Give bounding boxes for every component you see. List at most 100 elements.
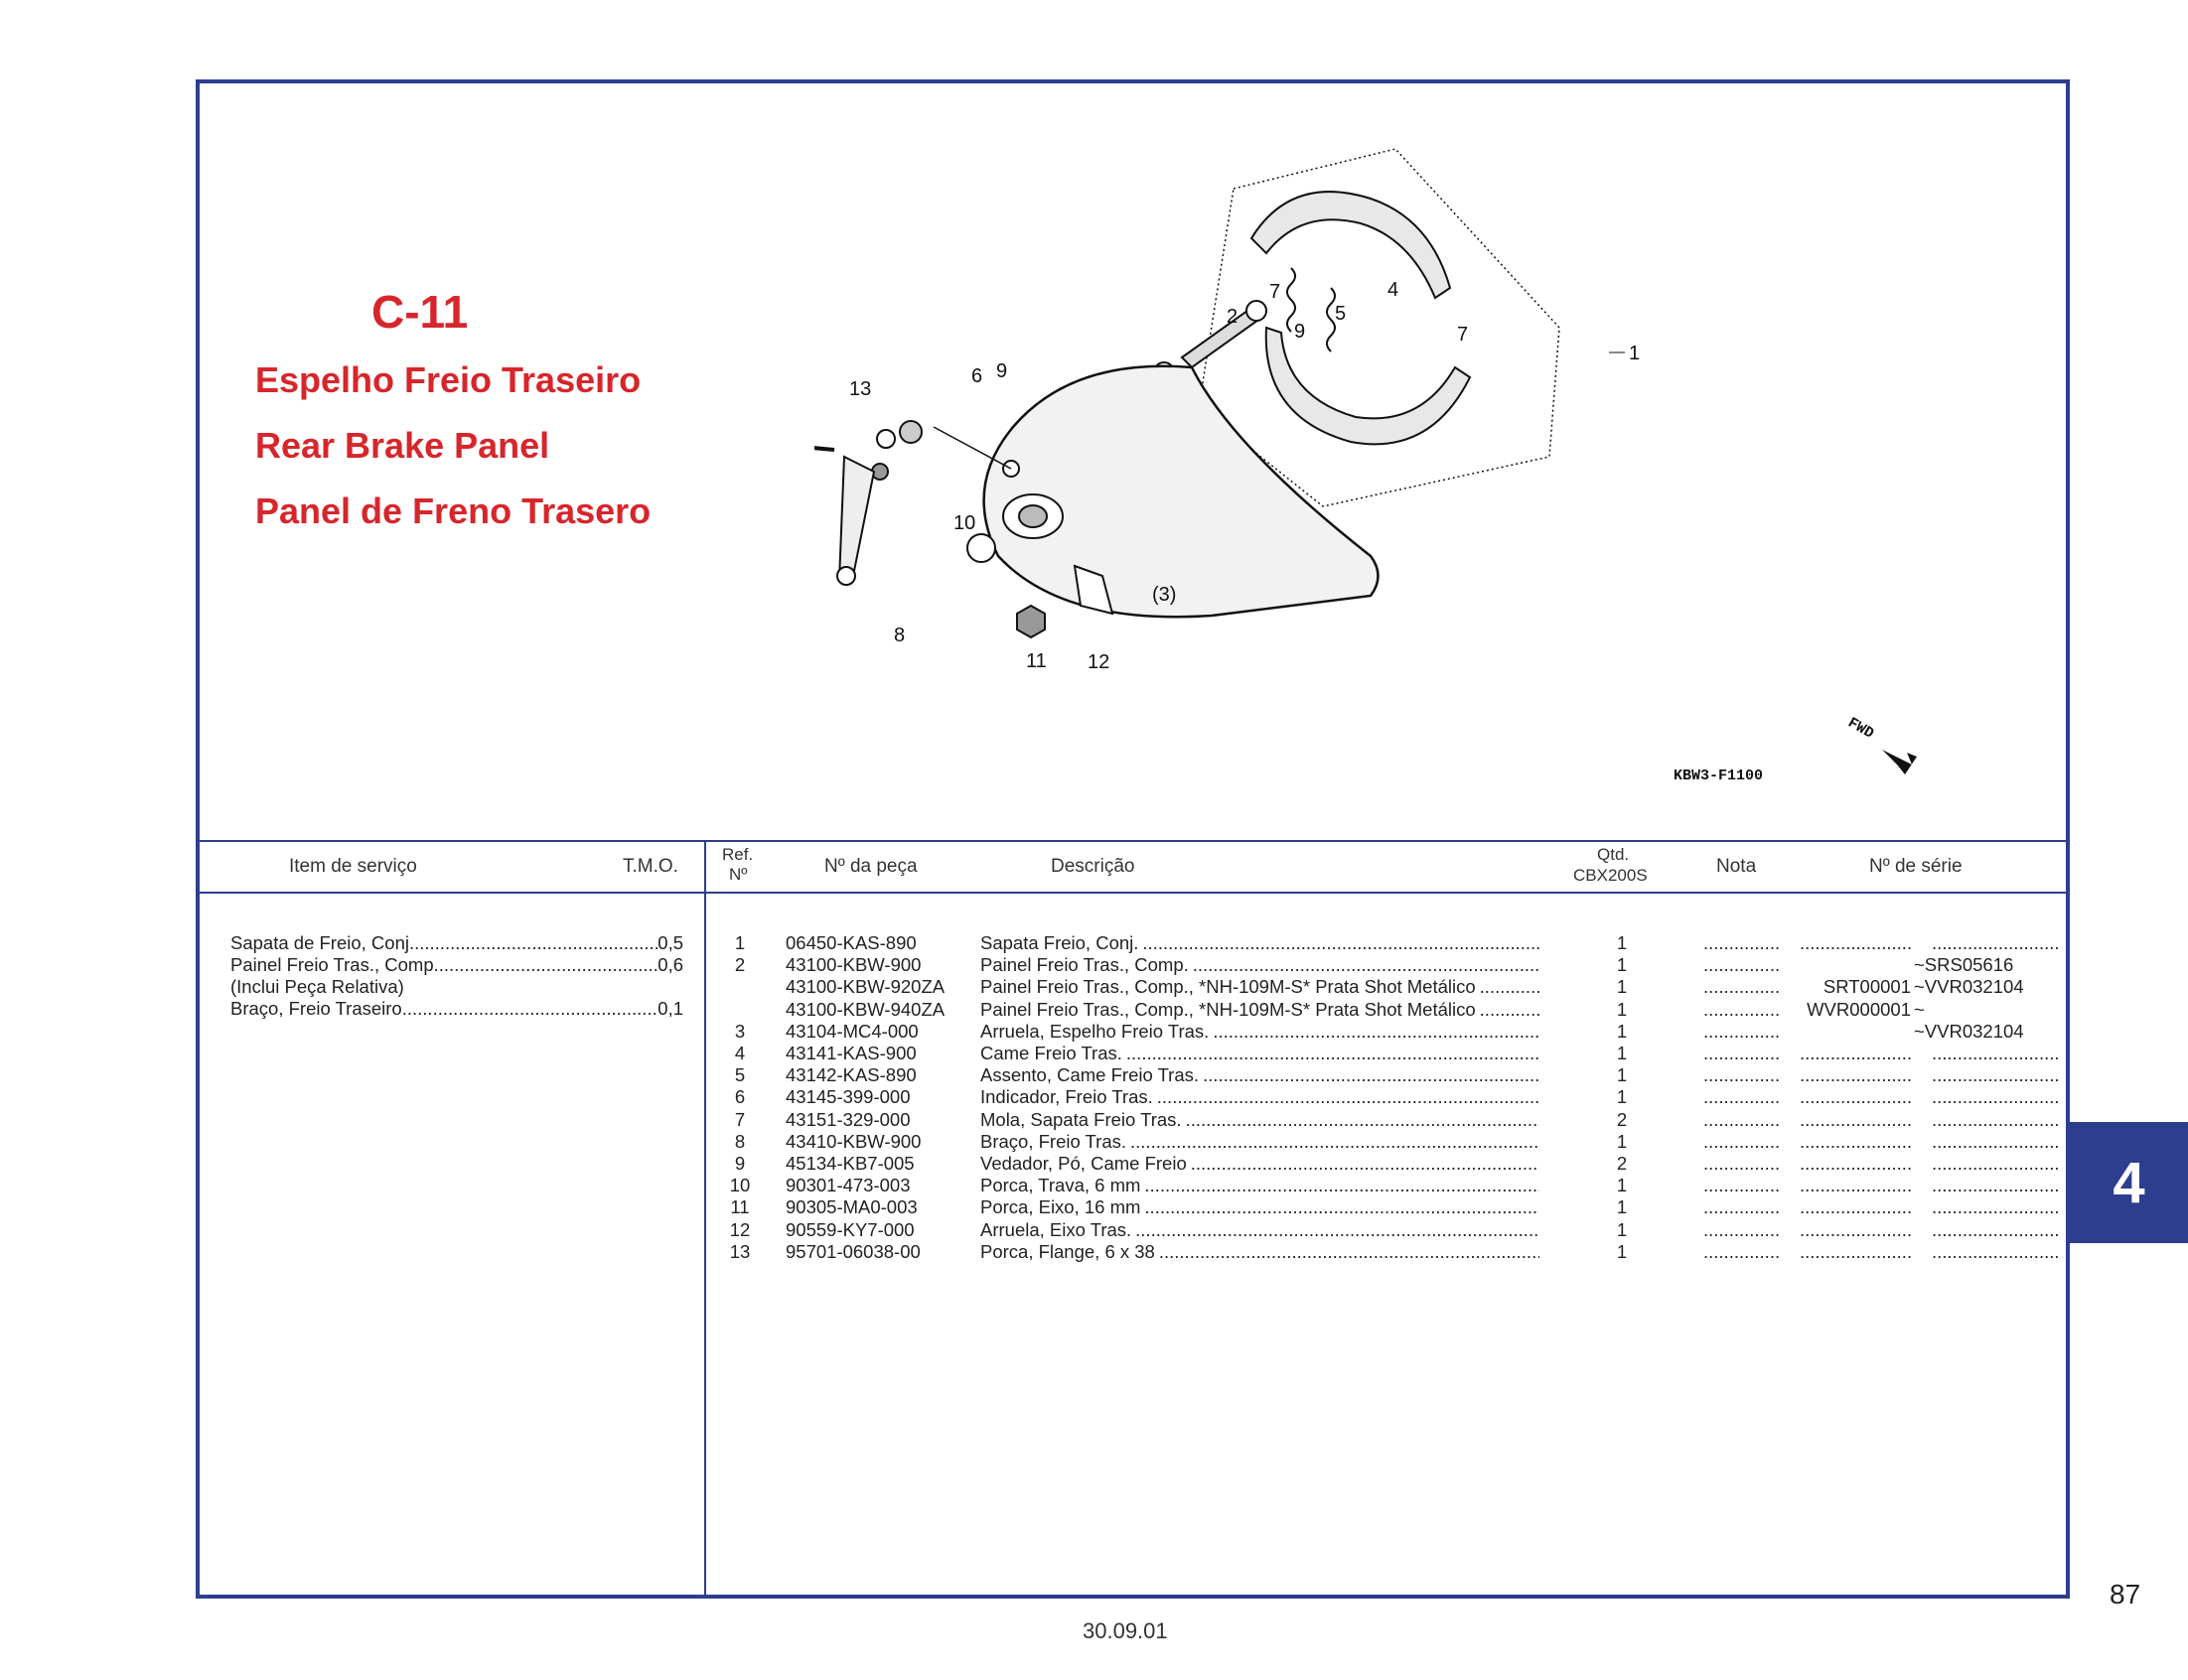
header-ref-a: Ref.	[722, 845, 754, 864]
quantity: 1	[1616, 1218, 1628, 1240]
serial-dots: ........................................	[1800, 1196, 1911, 1218]
description: Porca, Trava, 6 mm	[980, 1175, 1539, 1196]
axle-washer	[1073, 564, 1114, 616]
quantity: 1	[1616, 1175, 1628, 1196]
description: Came Freio Tras.	[980, 1043, 1539, 1064]
brake-shoe-lower	[1264, 326, 1472, 446]
service-item-row: Braço, Freio Traseiro 0,1	[230, 998, 683, 1020]
part-number: 95701-06038-00	[786, 1240, 921, 1262]
quantity: 1	[1616, 1130, 1628, 1152]
note-dots: .............................	[1703, 1218, 1779, 1240]
service-item-row: Sapata de Freio, Conj.0,5	[230, 932, 683, 954]
svg-text:2: 2	[1227, 306, 1238, 328]
svg-text:7: 7	[1269, 281, 1280, 303]
description: Sapata Freio, Conj.	[980, 932, 1539, 954]
title-spanish: Panel de Freno Trasero	[255, 490, 652, 531]
note-dots: .............................	[1703, 1196, 1779, 1218]
serial-dots: ........................................…	[1932, 1196, 2059, 1218]
dust-seal-lower	[899, 420, 923, 444]
description: Arruela, Eixo Tras.	[980, 1219, 1539, 1241]
note-dots: .............................	[1703, 1064, 1779, 1086]
note-dots: .............................	[1703, 1043, 1779, 1063]
svg-text:7: 7	[1457, 324, 1468, 346]
serial-dots: ........................................	[1800, 1064, 1911, 1086]
svg-text:FWD: FWD	[1845, 715, 1877, 743]
ref-number: 5	[734, 1064, 746, 1086]
header-serial: Nº de série	[1869, 856, 1963, 877]
part-number: 43100-KBW-900	[786, 954, 922, 976]
header-note: Nota	[1716, 856, 1757, 877]
description: Porca, Eixo, 16 mm	[980, 1196, 1539, 1218]
ref-number: 1	[734, 932, 746, 953]
washer-3	[966, 533, 996, 563]
service-items-list: Sapata de Freio, Conj.0,5 Painel Freio T…	[230, 932, 683, 1020]
footer-date: 30.09.01	[1083, 1618, 1168, 1643]
ref-number: 9	[734, 1153, 746, 1174]
svg-text:KBW3-F1100: KBW3-F1100	[1674, 768, 1763, 784]
serial-dots: ........................................…	[1932, 1218, 2059, 1240]
svg-text:4: 4	[1387, 279, 1398, 301]
part-number: 45134-KB7-005	[786, 1153, 915, 1174]
spring-left	[1286, 267, 1296, 333]
quantity: 1	[1616, 1043, 1628, 1063]
description: Indicador, Freio Tras.	[980, 1086, 1539, 1108]
description: Assento, Came Freio Tras.	[980, 1064, 1539, 1086]
axle-nut	[1016, 604, 1046, 639]
note-dots: .............................	[1703, 954, 1779, 976]
brake-shoe-upper	[1249, 191, 1452, 300]
description: Braço, Freio Tras.	[980, 1131, 1539, 1153]
svg-text:(3): (3)	[1152, 584, 1176, 606]
brake-arm	[837, 455, 876, 582]
ref-number: 3	[734, 1020, 746, 1042]
serial-dots: ........................................…	[1932, 1240, 2059, 1262]
ref-number: 8	[734, 1130, 746, 1152]
quantity: 1	[1616, 954, 1628, 976]
serial-dots: ........................................	[1800, 1086, 1911, 1108]
serial-to: ~VVR032104	[1914, 976, 2024, 998]
serial-dots: ........................................	[1800, 1130, 1911, 1152]
serial-dots: ........................................…	[1932, 1153, 2059, 1174]
part-number: 43141-KAS-900	[786, 1043, 917, 1063]
note-dots: .............................	[1703, 1153, 1779, 1174]
svg-text:12: 12	[1088, 651, 1109, 673]
quantity: 1	[1616, 1086, 1628, 1108]
serial-dots: ........................................	[1800, 932, 1911, 953]
part-number: 43151-329-000	[786, 1108, 911, 1130]
serial-dots: ........................................	[1800, 1218, 1911, 1240]
part-number: 43142-KAS-890	[786, 1064, 917, 1086]
header-ref-b: Nº	[729, 865, 748, 884]
description: Arruela, Espelho Freio Tras.	[980, 1021, 1539, 1043]
quantity: 2	[1616, 1153, 1628, 1174]
table-column-divider	[704, 841, 706, 1599]
note-dots: .............................	[1703, 1175, 1779, 1196]
serial-dots: ........................................	[1800, 1175, 1911, 1196]
ref-number: 12	[729, 1218, 751, 1240]
page-number: 87	[2110, 1579, 2141, 1610]
title-english: Rear Brake Panel	[255, 425, 550, 466]
ref-number: 13	[729, 1240, 751, 1262]
description: Painel Freio Tras., Comp.	[980, 954, 1539, 976]
ref-number: 7	[734, 1108, 746, 1130]
note-dots: .............................	[1703, 1020, 1779, 1042]
chapter-tab: 4	[2070, 1122, 2188, 1243]
quantity: 1	[1616, 1020, 1628, 1042]
quantity: 2	[1616, 1108, 1628, 1130]
svg-text:9: 9	[1294, 321, 1305, 343]
part-number: 43145-399-000	[786, 1086, 911, 1108]
svg-text:10: 10	[953, 512, 975, 534]
svg-text:6: 6	[971, 365, 982, 387]
spring-right	[1326, 287, 1336, 352]
serial-dots: ........................................…	[1932, 1043, 2059, 1063]
quantity: 1	[1616, 1196, 1628, 1218]
ref-number: 4	[734, 1043, 746, 1063]
serial-from: SRT00001	[1823, 976, 1911, 998]
ref-number: 10	[729, 1175, 751, 1196]
svg-text:8: 8	[894, 625, 905, 646]
table-header-rule	[196, 892, 2070, 894]
note-dots: .............................	[1703, 976, 1779, 998]
brake-panel	[982, 364, 1380, 619]
header-part-number: Nº da peça	[824, 856, 918, 877]
header-service-item: Item de serviço	[289, 856, 417, 877]
serial-from: WVR000001	[1807, 998, 1911, 1020]
serial-to: ~SRS05616	[1914, 954, 2014, 976]
